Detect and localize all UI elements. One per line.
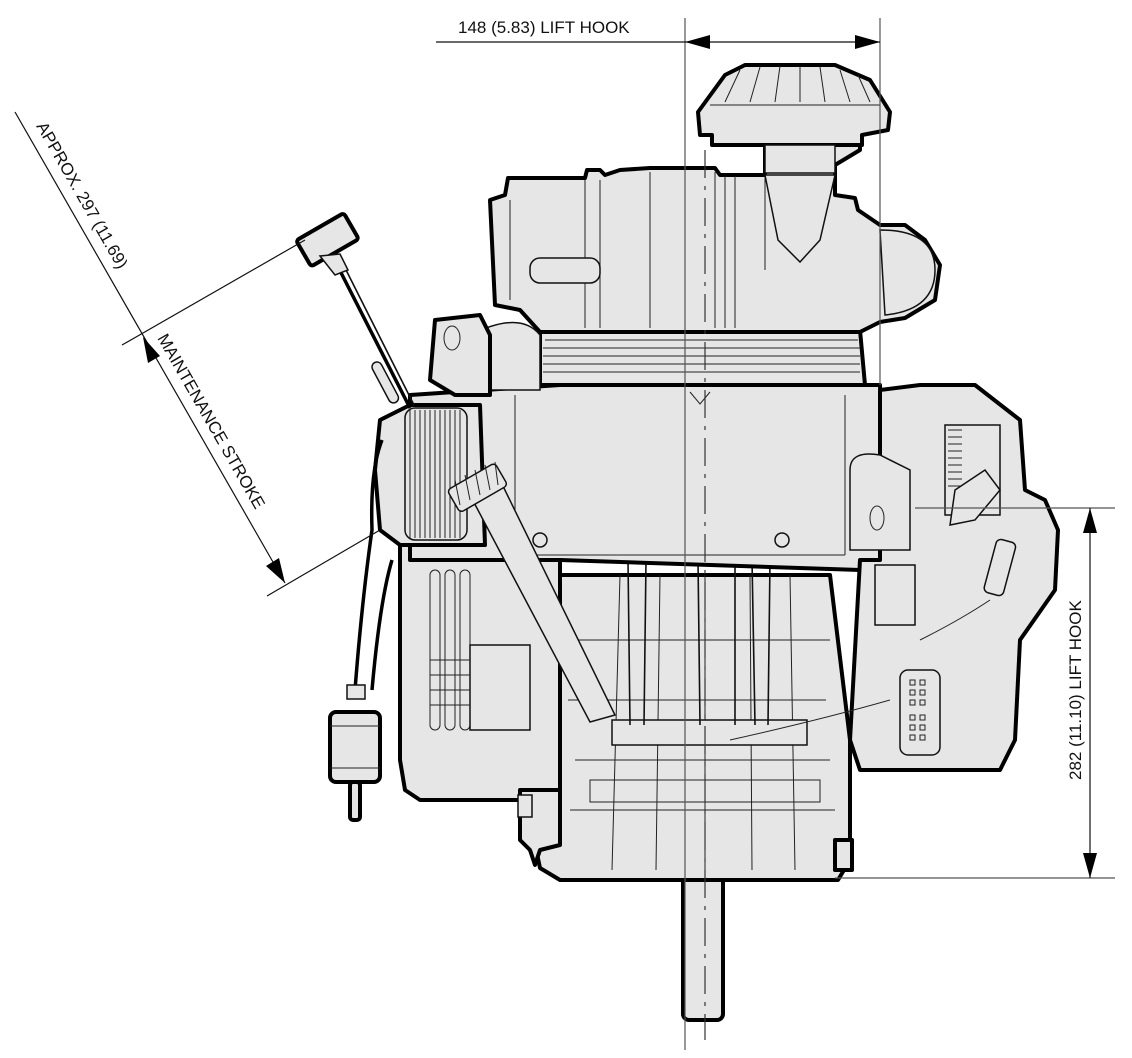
reference-lines	[684, 18, 1115, 1050]
cylinder-head	[538, 328, 867, 387]
fuel-filter	[328, 439, 394, 822]
dimension-side-lift-hook: 282 (11.10) LIFT HOOK	[1066, 508, 1097, 878]
engine-body	[295, 63, 1060, 1022]
dimension-maintenance-stroke: APPROX. 297 (11.69) MAINTENANCE STROKE	[14, 111, 381, 597]
dimension-text-stroke-label: MAINTENANCE STROKE	[154, 331, 269, 513]
oil-cooler	[373, 313, 492, 547]
dipstick	[295, 212, 415, 409]
oil-fill-tube	[447, 461, 617, 723]
dimension-top-lift-hook: 148 (5.83) LIFT HOOK	[436, 18, 880, 49]
crankcase-ribs	[627, 559, 771, 726]
oil-pan	[528, 573, 852, 882]
dimension-text-top: 148 (5.83) LIFT HOOK	[458, 18, 630, 37]
mounting-flange	[517, 788, 854, 872]
dimension-text-side: 282 (11.10) LIFT HOOK	[1066, 600, 1085, 780]
dimension-text-stroke-value: APPROX. 297 (11.69)	[33, 119, 132, 272]
ecu-module	[729, 383, 1060, 772]
air-cleaner-housing	[465, 138, 942, 391]
air-cleaner-cover	[696, 63, 892, 174]
starter-housing	[398, 538, 562, 802]
crankshaft	[681, 858, 725, 1022]
